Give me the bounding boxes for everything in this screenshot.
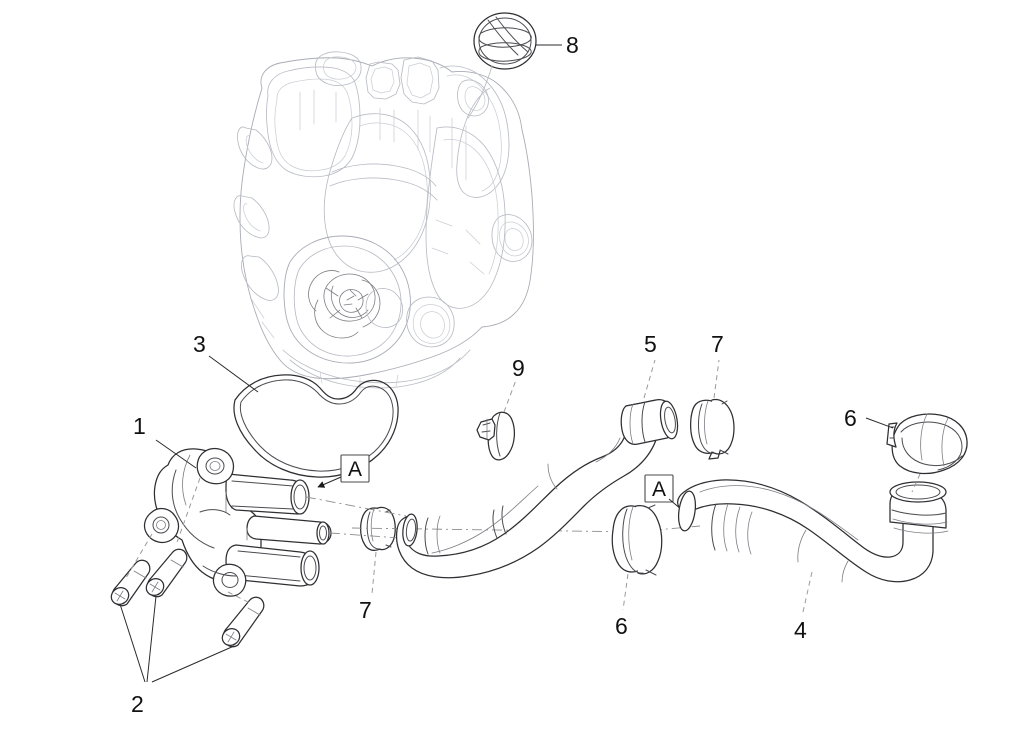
callout-a-right-text: A <box>652 478 666 501</box>
screw-3 <box>221 596 265 648</box>
part-2-fixing-screws: 2 <box>110 477 265 717</box>
part-label-6-right: 6 <box>844 405 857 431</box>
part-9-cable-tie-clip: 9 <box>476 355 525 461</box>
part-7-clamp-right: 7 <box>690 331 735 460</box>
screw-1 <box>110 559 151 607</box>
part-label-5: 5 <box>644 331 657 357</box>
callout-a-left-text: A <box>348 458 362 481</box>
part-label-7-right: 7 <box>711 331 724 357</box>
part-label-2: 2 <box>131 691 144 717</box>
part-label-6-left: 6 <box>615 613 628 639</box>
part-3-gasket: 3 <box>193 331 399 478</box>
part-label-3: 3 <box>193 331 206 357</box>
part-4-lower-hose: 4 <box>677 479 949 643</box>
part-7-clamp-left: 7 <box>359 506 396 623</box>
screw-2 <box>145 548 188 598</box>
part-5-upper-hose: 5 <box>395 331 679 579</box>
part-8-filler-cap: 8 <box>467 12 579 119</box>
part-6-clamp-left: 6 <box>611 504 663 639</box>
callout-a-right: A <box>644 474 689 516</box>
part-label-1: 1 <box>133 413 146 439</box>
part-label-8: 8 <box>566 32 579 58</box>
callout-a-left: A <box>317 454 370 488</box>
part-label-7-left: 7 <box>359 597 372 623</box>
part-6-clamp-right: 6 <box>844 405 968 493</box>
part-label-4: 4 <box>794 617 807 643</box>
part-1-water-pump-housing: 1 <box>133 413 332 597</box>
part-label-9: 9 <box>512 355 525 381</box>
engine-cover-assembly <box>233 51 534 390</box>
